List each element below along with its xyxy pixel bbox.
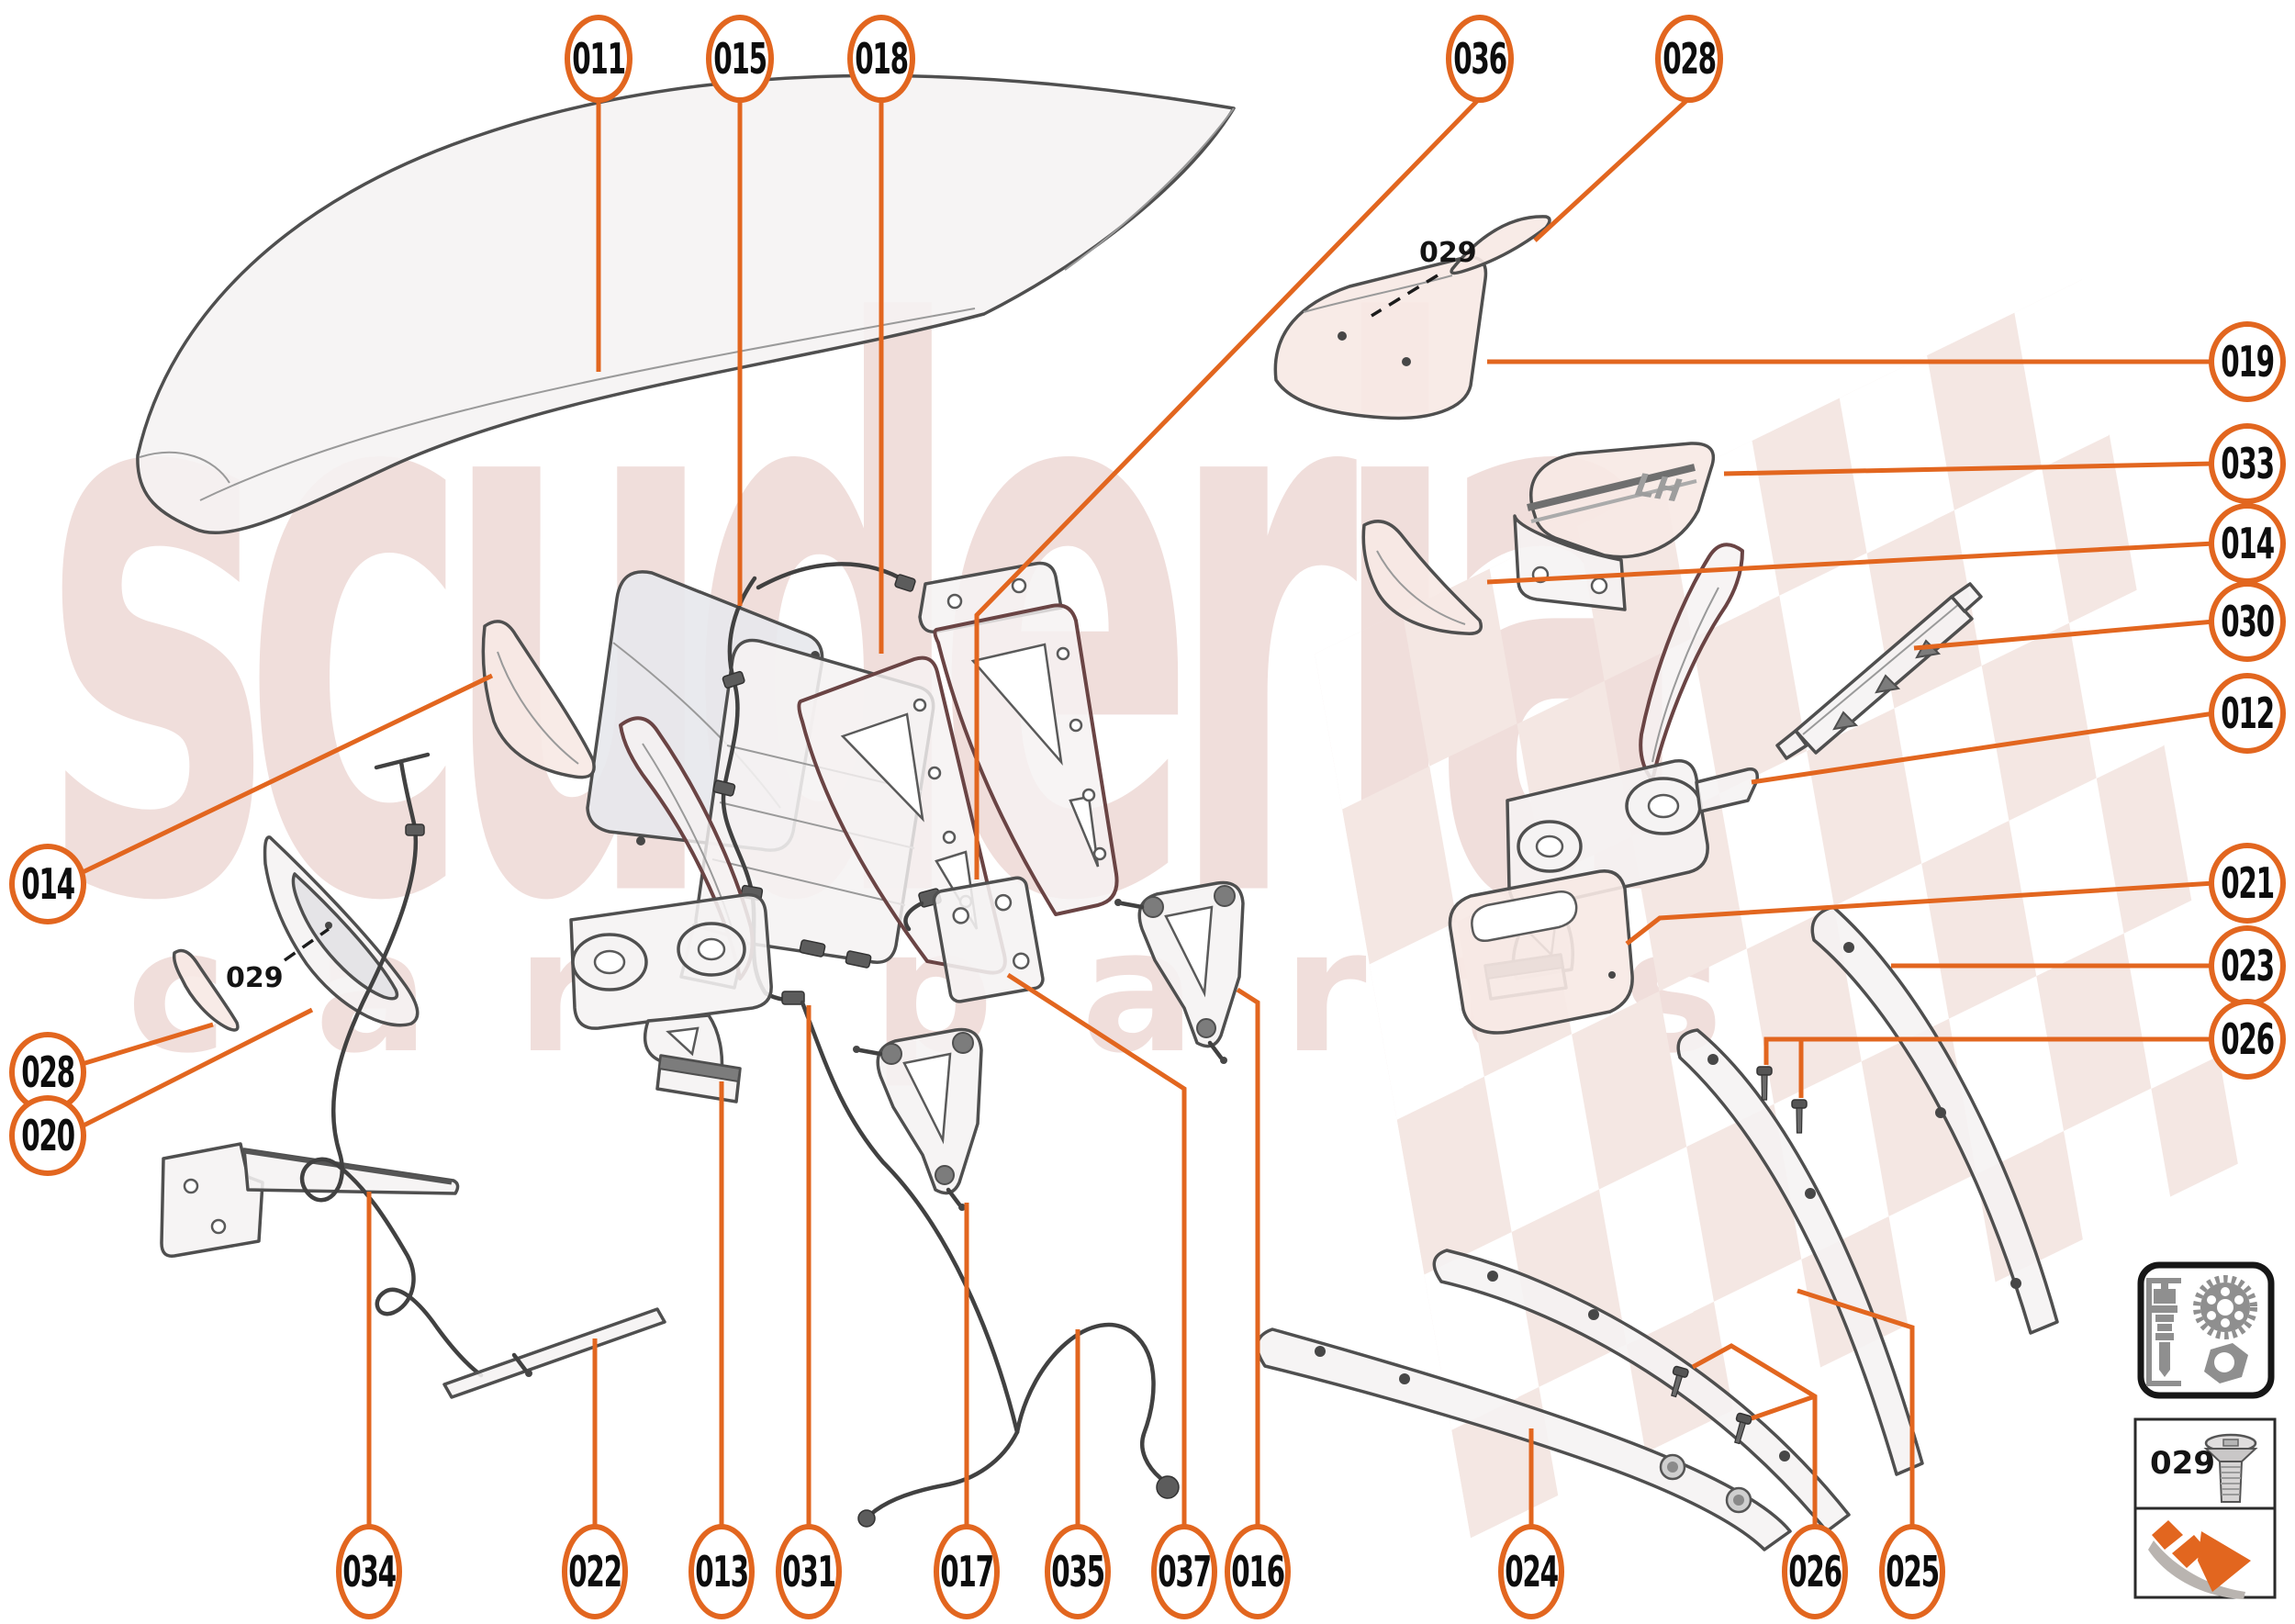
part-026-screw-1 <box>1756 1066 1773 1101</box>
part-024-arch-strip <box>1256 1327 1792 1551</box>
callout-label: 014 <box>21 859 75 909</box>
callout-label: 016 <box>1231 1547 1285 1596</box>
callout-016-bottom[interactable]: 016 <box>1225 1524 1291 1619</box>
part-frame-plate-right <box>918 561 1119 916</box>
callout-037-bottom[interactable]: 037 <box>1151 1524 1217 1619</box>
callout-label: 036 <box>1453 34 1507 84</box>
part-026-screw-3 <box>1671 1365 1689 1398</box>
part-019-roof-panel <box>1273 255 1488 420</box>
callout-label: 026 <box>2221 1014 2275 1064</box>
part-025-arch-strip <box>1676 1028 1924 1476</box>
inline-part-label-029-left: 029 <box>226 962 284 994</box>
callout-014-left[interactable]: 014 <box>9 844 86 924</box>
callout-label: 022 <box>568 1547 622 1596</box>
part-014-trim-fin-left <box>481 620 596 779</box>
callout-033-right[interactable]: 033 <box>2209 423 2286 504</box>
legend-hardware-kit-box <box>2137 1261 2275 1399</box>
callout-026-bottom[interactable]: 026 <box>1782 1524 1848 1619</box>
callout-label: 028 <box>1662 34 1717 84</box>
leader-lines <box>77 96 2215 1528</box>
callout-label: 017 <box>940 1547 994 1596</box>
part-028-seal-strip-left <box>172 948 240 1032</box>
callout-label: 011 <box>572 34 626 84</box>
callout-030-right[interactable]: 030 <box>2209 581 2286 662</box>
part-033-lh-trim: LH <box>1513 442 1716 611</box>
callout-label: 015 <box>713 34 767 84</box>
callout-024-bottom[interactable]: 024 <box>1498 1524 1564 1619</box>
lh-marking-text: LH <box>1633 466 1685 510</box>
legend-screw-box <box>2133 1417 2277 1510</box>
part-023-arch-strip <box>1810 905 2059 1335</box>
callout-label: 018 <box>855 34 909 84</box>
callout-035-bottom[interactable]: 035 <box>1045 1524 1111 1619</box>
part-034-angle-bracket <box>160 1142 460 1258</box>
countersunk-screw-icon <box>2203 1433 2258 1503</box>
callout-012-right[interactable]: 012 <box>2209 673 2286 754</box>
part-030-guide-rail <box>1775 582 1983 760</box>
callout-label: 034 <box>342 1547 397 1596</box>
callout-label: 014 <box>2221 519 2275 568</box>
part-016-a-bracket-upper <box>1114 880 1245 1064</box>
part-035-rear-cable <box>800 1000 1180 1528</box>
part-013-mount-bracket-left <box>569 716 773 1103</box>
callout-018-top[interactable]: 018 <box>847 15 915 103</box>
callout-023-right[interactable]: 023 <box>2209 925 2286 1006</box>
spark-plug-icon <box>2146 1278 2181 1386</box>
callout-011-top[interactable]: 011 <box>565 15 633 103</box>
dashed-pointers <box>283 274 1439 962</box>
orange-arrow-icon <box>2148 1520 2251 1599</box>
legend-direction-box <box>2133 1506 2277 1599</box>
part-011-top-cover <box>136 73 1236 534</box>
inline-part-label-029-top: 029 <box>1419 237 1477 269</box>
legend-screw-part-number: 029 <box>2150 1445 2215 1482</box>
callout-019-right[interactable]: 019 <box>2209 321 2286 402</box>
callout-label: 033 <box>2221 439 2275 488</box>
callout-label: 020 <box>21 1111 75 1160</box>
callout-020-left[interactable]: 020 <box>9 1095 86 1176</box>
callout-label: 026 <box>1788 1547 1842 1596</box>
part-014-trim-fin-right <box>1361 520 1483 635</box>
part-017-a-bracket-lower <box>853 1027 983 1211</box>
part-021-slotted-plate <box>1448 869 1634 1035</box>
callout-label: 013 <box>695 1547 749 1596</box>
callout-036-top[interactable]: 036 <box>1446 15 1514 103</box>
part-036-hinge-plate <box>903 876 1045 1003</box>
callout-label: 030 <box>2221 597 2275 646</box>
part-022-release-cable <box>299 752 666 1399</box>
callout-031-bottom[interactable]: 031 <box>776 1524 842 1619</box>
part-026-screw-4 <box>1734 1412 1752 1445</box>
callout-label: 024 <box>1505 1547 1559 1596</box>
callout-022-bottom[interactable]: 022 <box>562 1524 628 1619</box>
gear-icon <box>2193 1275 2257 1339</box>
callout-025-bottom[interactable]: 025 <box>1879 1524 1945 1619</box>
callout-013-bottom[interactable]: 013 <box>688 1524 755 1619</box>
callout-label: 031 <box>782 1547 836 1596</box>
callout-label: 035 <box>1051 1547 1105 1596</box>
callout-label: 028 <box>21 1047 75 1097</box>
callout-034-bottom[interactable]: 034 <box>336 1524 402 1619</box>
callout-label: 023 <box>2221 941 2275 991</box>
callout-label: 021 <box>2221 858 2275 908</box>
callout-014-right[interactable]: 014 <box>2209 503 2286 584</box>
callout-label: 025 <box>1886 1547 1940 1596</box>
part-020-side-panel <box>263 835 420 1027</box>
callout-026-right[interactable]: 026 <box>2209 999 2286 1080</box>
callout-label: 012 <box>2221 689 2275 738</box>
callout-015-top[interactable]: 015 <box>706 15 774 103</box>
callout-017-bottom[interactable]: 017 <box>934 1524 1000 1619</box>
hex-nut-icon <box>2204 1343 2248 1383</box>
part-arch-strip-middle <box>1432 1249 1851 1533</box>
callout-028-top[interactable]: 028 <box>1655 15 1723 103</box>
callout-label: 019 <box>2221 337 2275 386</box>
callout-021-right[interactable]: 021 <box>2209 843 2286 924</box>
callout-label: 037 <box>1158 1547 1212 1596</box>
part-026-screw-2 <box>1791 1099 1808 1134</box>
